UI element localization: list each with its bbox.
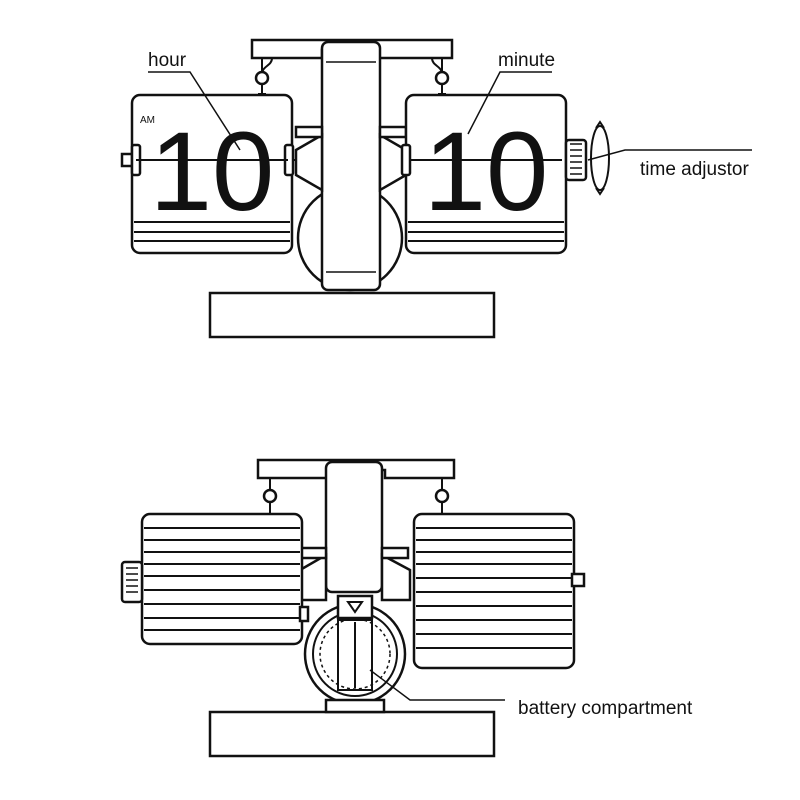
- hour-digits: 10: [150, 109, 275, 234]
- ampm-indicator: AM: [140, 115, 155, 126]
- back-left-flaps: [120, 512, 310, 646]
- battery-compartment-leader-line: [369, 669, 505, 701]
- back-column: [298, 460, 412, 602]
- battery-arrow-icon: [346, 601, 364, 614]
- front-base: [208, 291, 496, 339]
- battery-compartment-label: battery compartment: [518, 698, 693, 719]
- minute-label: minute: [498, 50, 555, 71]
- rotation-arrow-icon: [590, 125, 610, 191]
- time-adjustor-knob: [564, 120, 610, 196]
- minute-digits: 10: [424, 109, 549, 234]
- hour-label: hour: [148, 50, 187, 71]
- front-column: [294, 40, 408, 292]
- hour-leader-line: [148, 71, 241, 151]
- time-adjustor-label: time adjustor: [640, 159, 749, 180]
- back-view: battery compartment: [120, 458, 693, 758]
- front-view: AM 10 10 hour minute time adjustor: [120, 38, 752, 339]
- minute-flip-unit: 10: [400, 93, 568, 255]
- back-base: [208, 710, 496, 758]
- battery-compartment: [303, 594, 407, 714]
- back-right-flaps: [412, 512, 586, 670]
- back-hanger: [256, 458, 456, 516]
- minute-leader-line: [467, 71, 552, 135]
- time-adjustor-leader-line: [587, 149, 752, 161]
- hour-flip-unit: AM 10: [120, 93, 296, 255]
